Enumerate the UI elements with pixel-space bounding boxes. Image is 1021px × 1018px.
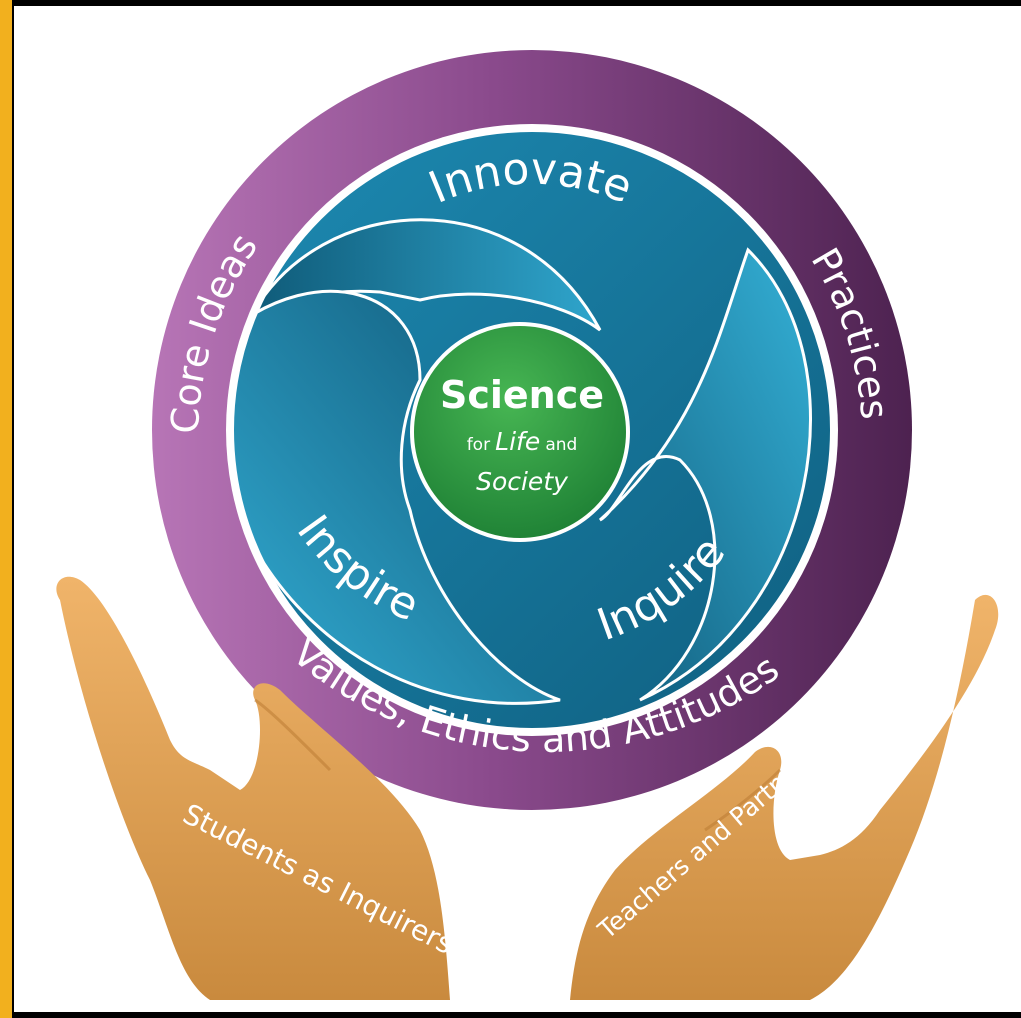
center-subtitle-line2: Society (476, 467, 569, 496)
center-for: for (467, 435, 490, 455)
blade-inquire (598, 247, 812, 702)
gold-frame-bar (0, 0, 12, 1018)
right-hand (570, 594, 999, 1000)
center-title: Science (440, 373, 604, 417)
left-hand (56, 576, 450, 1000)
center-circle (410, 322, 630, 542)
center-and: and (545, 435, 577, 455)
bottom-rule (14, 1012, 1021, 1018)
center-subtitle-line1: for Life and (467, 427, 578, 456)
center-life: Life (495, 427, 540, 456)
